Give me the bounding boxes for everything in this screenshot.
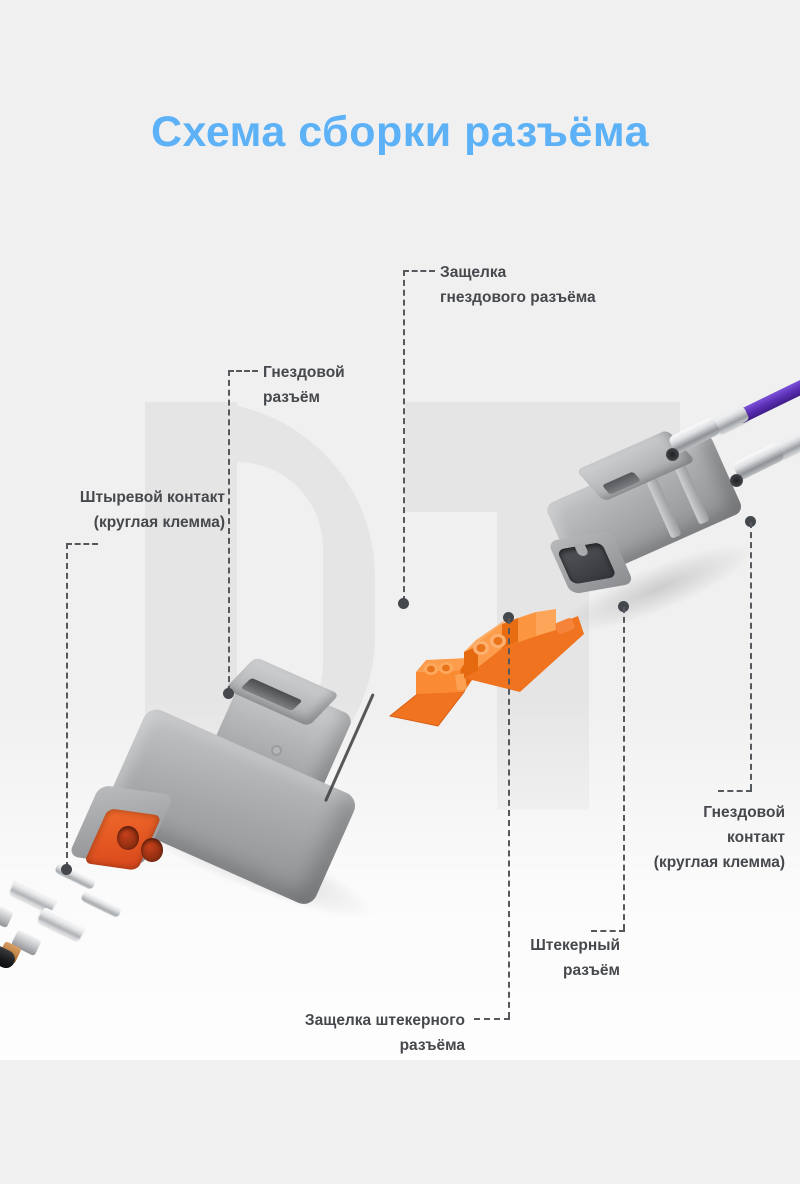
- leader-h: [718, 790, 752, 792]
- pin-terminal-2-body: [37, 906, 86, 942]
- label-socket-contact: Гнездовой контакт (круглая клемма): [653, 804, 785, 871]
- socket-terminal-2-bore: [730, 474, 743, 487]
- leader-v: [66, 543, 68, 868]
- label-male-connector: Штекерный разъём: [530, 937, 620, 979]
- female-connector-marking: [271, 745, 282, 756]
- leader-h: [66, 543, 98, 545]
- socket-terminal-1-bore: [666, 448, 679, 461]
- leader-h: [228, 370, 258, 372]
- leader-dot: [503, 612, 514, 623]
- leader-v: [750, 522, 752, 790]
- leader-dot: [618, 601, 629, 612]
- label-pin-contact: Штыревой контакт (круглая клемма): [79, 489, 225, 531]
- leader-dot: [745, 516, 756, 527]
- female-connector-body: [68, 640, 415, 937]
- label-male-latch: Защелка штекерного разъёма: [304, 1012, 465, 1054]
- leader-h: [474, 1018, 510, 1020]
- leader-dot: [398, 598, 409, 609]
- female-cavity-1: [117, 826, 139, 850]
- leader-dot: [223, 688, 234, 699]
- female-cavity-2: [141, 838, 163, 862]
- leader-v: [623, 607, 625, 930]
- leader-h: [403, 270, 435, 272]
- leader-v: [508, 618, 510, 1018]
- wedge-lock-large: [458, 608, 588, 700]
- leader-v: [228, 370, 230, 692]
- label-female-latch: Защелка гнездового разъёма: [440, 264, 596, 306]
- wedge-lock-small: [386, 648, 486, 728]
- pin-terminal-1-collar: [0, 901, 14, 929]
- leader-v: [403, 270, 405, 602]
- page-title: Схема сборки разъёма: [150, 108, 650, 156]
- pin-terminal-1-tip: [53, 862, 97, 891]
- leader-dot: [61, 864, 72, 875]
- pin-terminal-2-tip: [79, 890, 123, 919]
- leader-h: [591, 930, 625, 932]
- label-female-connector: Гнездовой разъём: [263, 364, 345, 406]
- pin-terminal-1-body: [9, 878, 58, 914]
